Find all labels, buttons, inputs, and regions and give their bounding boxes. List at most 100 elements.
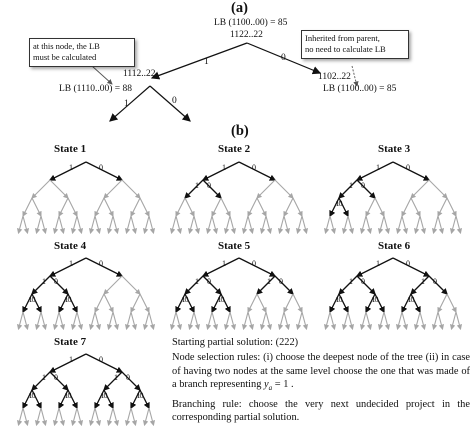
callout-right-line-2: no need to calculate LB [305,44,386,54]
tree-edge-R0 [85,161,124,181]
tree-edge-R101 [58,389,69,410]
tree-edge-R0011 [431,215,439,235]
tree-edge-R0110 [247,311,255,331]
tree-edge-R100 [374,197,385,217]
tree-edge-R00 [274,179,294,199]
tree-edge-R110 [338,197,349,218]
tree-edge-R001 [130,293,141,313]
tree-edge-R110 [338,293,349,314]
state-4-title: State 4 [54,240,87,252]
tree-edge-R1010 [58,407,66,427]
tree-edge-R0000 [455,215,463,235]
part-a-sub-right-label: 0 [172,96,177,106]
tree-edge-label-R011: 1 [101,391,105,400]
tree-edge-R1101 [34,311,42,331]
tree-edge-label-R101: 1 [372,295,376,304]
tree-edge-R0111 [88,215,96,235]
tree-edge-label-R0: 0 [252,259,256,268]
tree-edge-R1110 [329,215,337,235]
tree-edge-label-R11: 1 [195,277,199,286]
tree-edge-R10 [356,275,376,295]
tree-edge-label-R110: 0 [32,391,36,400]
callout-left: at this node, the LB must be calculated [29,38,135,67]
tree-edge-R1000 [76,311,84,331]
tree-edge-R1110 [175,215,183,235]
tree-edge-R1011 [52,311,60,331]
part-a-callout-left-pointer [91,65,113,85]
tree-edge-R0111 [395,311,403,331]
tree-edge-label-R00: 0 [279,277,283,286]
tree-edge-R1 [48,353,87,373]
tree-edge-R1010 [211,311,219,331]
tree-edge-R111 [329,197,340,218]
tree-edge-R100 [67,389,78,410]
formula-sub: a [268,384,273,393]
tree-edge-label-R0: 0 [406,259,410,268]
tree-edge-R0011 [124,311,132,331]
callout-left-line-2: must be calculated [33,52,97,62]
tree-edge-label-R100: 0 [375,295,379,304]
tree-edge-R1100 [40,407,48,427]
tree-edge-label-R00: 0 [126,373,130,382]
tree-edge-R1011 [205,311,213,331]
tree-edge-label-R1: 1 [69,259,73,268]
tree-edge-R111 [22,389,33,410]
tree-edge-R11 [184,179,204,199]
tree-edge-R01 [103,179,123,199]
state-2-title: State 2 [218,143,251,155]
tree-edge-R1 [355,161,394,181]
tree-edge-R0001 [142,311,150,331]
part-a-edge-sub-left [109,85,151,122]
tree-edge-R000 [139,197,150,217]
tree-edge-R0100 [419,311,427,331]
tree-edge-R01 [103,371,123,391]
tree-edge-R000 [139,389,150,410]
tree-edge-R01 [103,275,123,295]
tree-edge-label-R111: 1 [182,295,186,304]
tree-edge-R001 [283,293,294,313]
tree-edge-label-R10: 0 [207,181,211,190]
tree-edge-R011 [401,293,412,314]
tree-edge-R1 [48,161,87,181]
tree-edge-R001 [437,293,448,313]
tree-edge-R1111 [16,215,24,235]
tree-edge-R1111 [323,311,331,331]
tree-edge-R11 [31,179,51,199]
tree-edge-R00 [121,179,141,199]
tree-edge-R1100 [347,311,355,331]
tree-edge-R1100 [193,215,201,235]
tree-edge-R0101 [259,215,267,235]
tree-edge-label-R10: 0 [54,373,58,382]
formula-var: y [264,379,269,391]
tree-edge-R01 [410,179,430,199]
tree-edge-R10 [49,275,69,295]
tree-edge-R0010 [437,215,445,235]
tree-edge-label-R0: 0 [99,259,103,268]
tree-edge-label-R110: 0 [339,199,343,208]
tree-edge-R011 [247,197,258,217]
tree-edge-R111 [175,197,186,217]
tree-edge-label-R110: 0 [185,295,189,304]
tree-edge-R1101 [34,407,42,427]
tree-edge-R10 [202,179,222,199]
tree-edge-R1111 [16,311,24,331]
tree-edge-label-R1: 1 [69,355,73,364]
tree-edge-R1 [355,257,394,277]
state-5-title: State 5 [218,240,251,252]
tree-edge-R1010 [365,311,373,331]
tree-edge-R0101 [106,311,114,331]
tree-edge-R0111 [395,215,403,235]
rules-text: Starting partial solution: (222) Node se… [172,336,470,427]
tree-edge-R0011 [431,311,439,331]
tree-edge-R0100 [265,311,273,331]
tree-edge-R111 [22,197,33,217]
tree-edge-R000 [446,197,457,217]
tree-edge-label-R111: 1 [29,295,33,304]
tree-edge-R0111 [88,311,96,331]
tree-edge-R000 [292,293,303,313]
tree-edge-label-R11: 1 [195,181,199,190]
